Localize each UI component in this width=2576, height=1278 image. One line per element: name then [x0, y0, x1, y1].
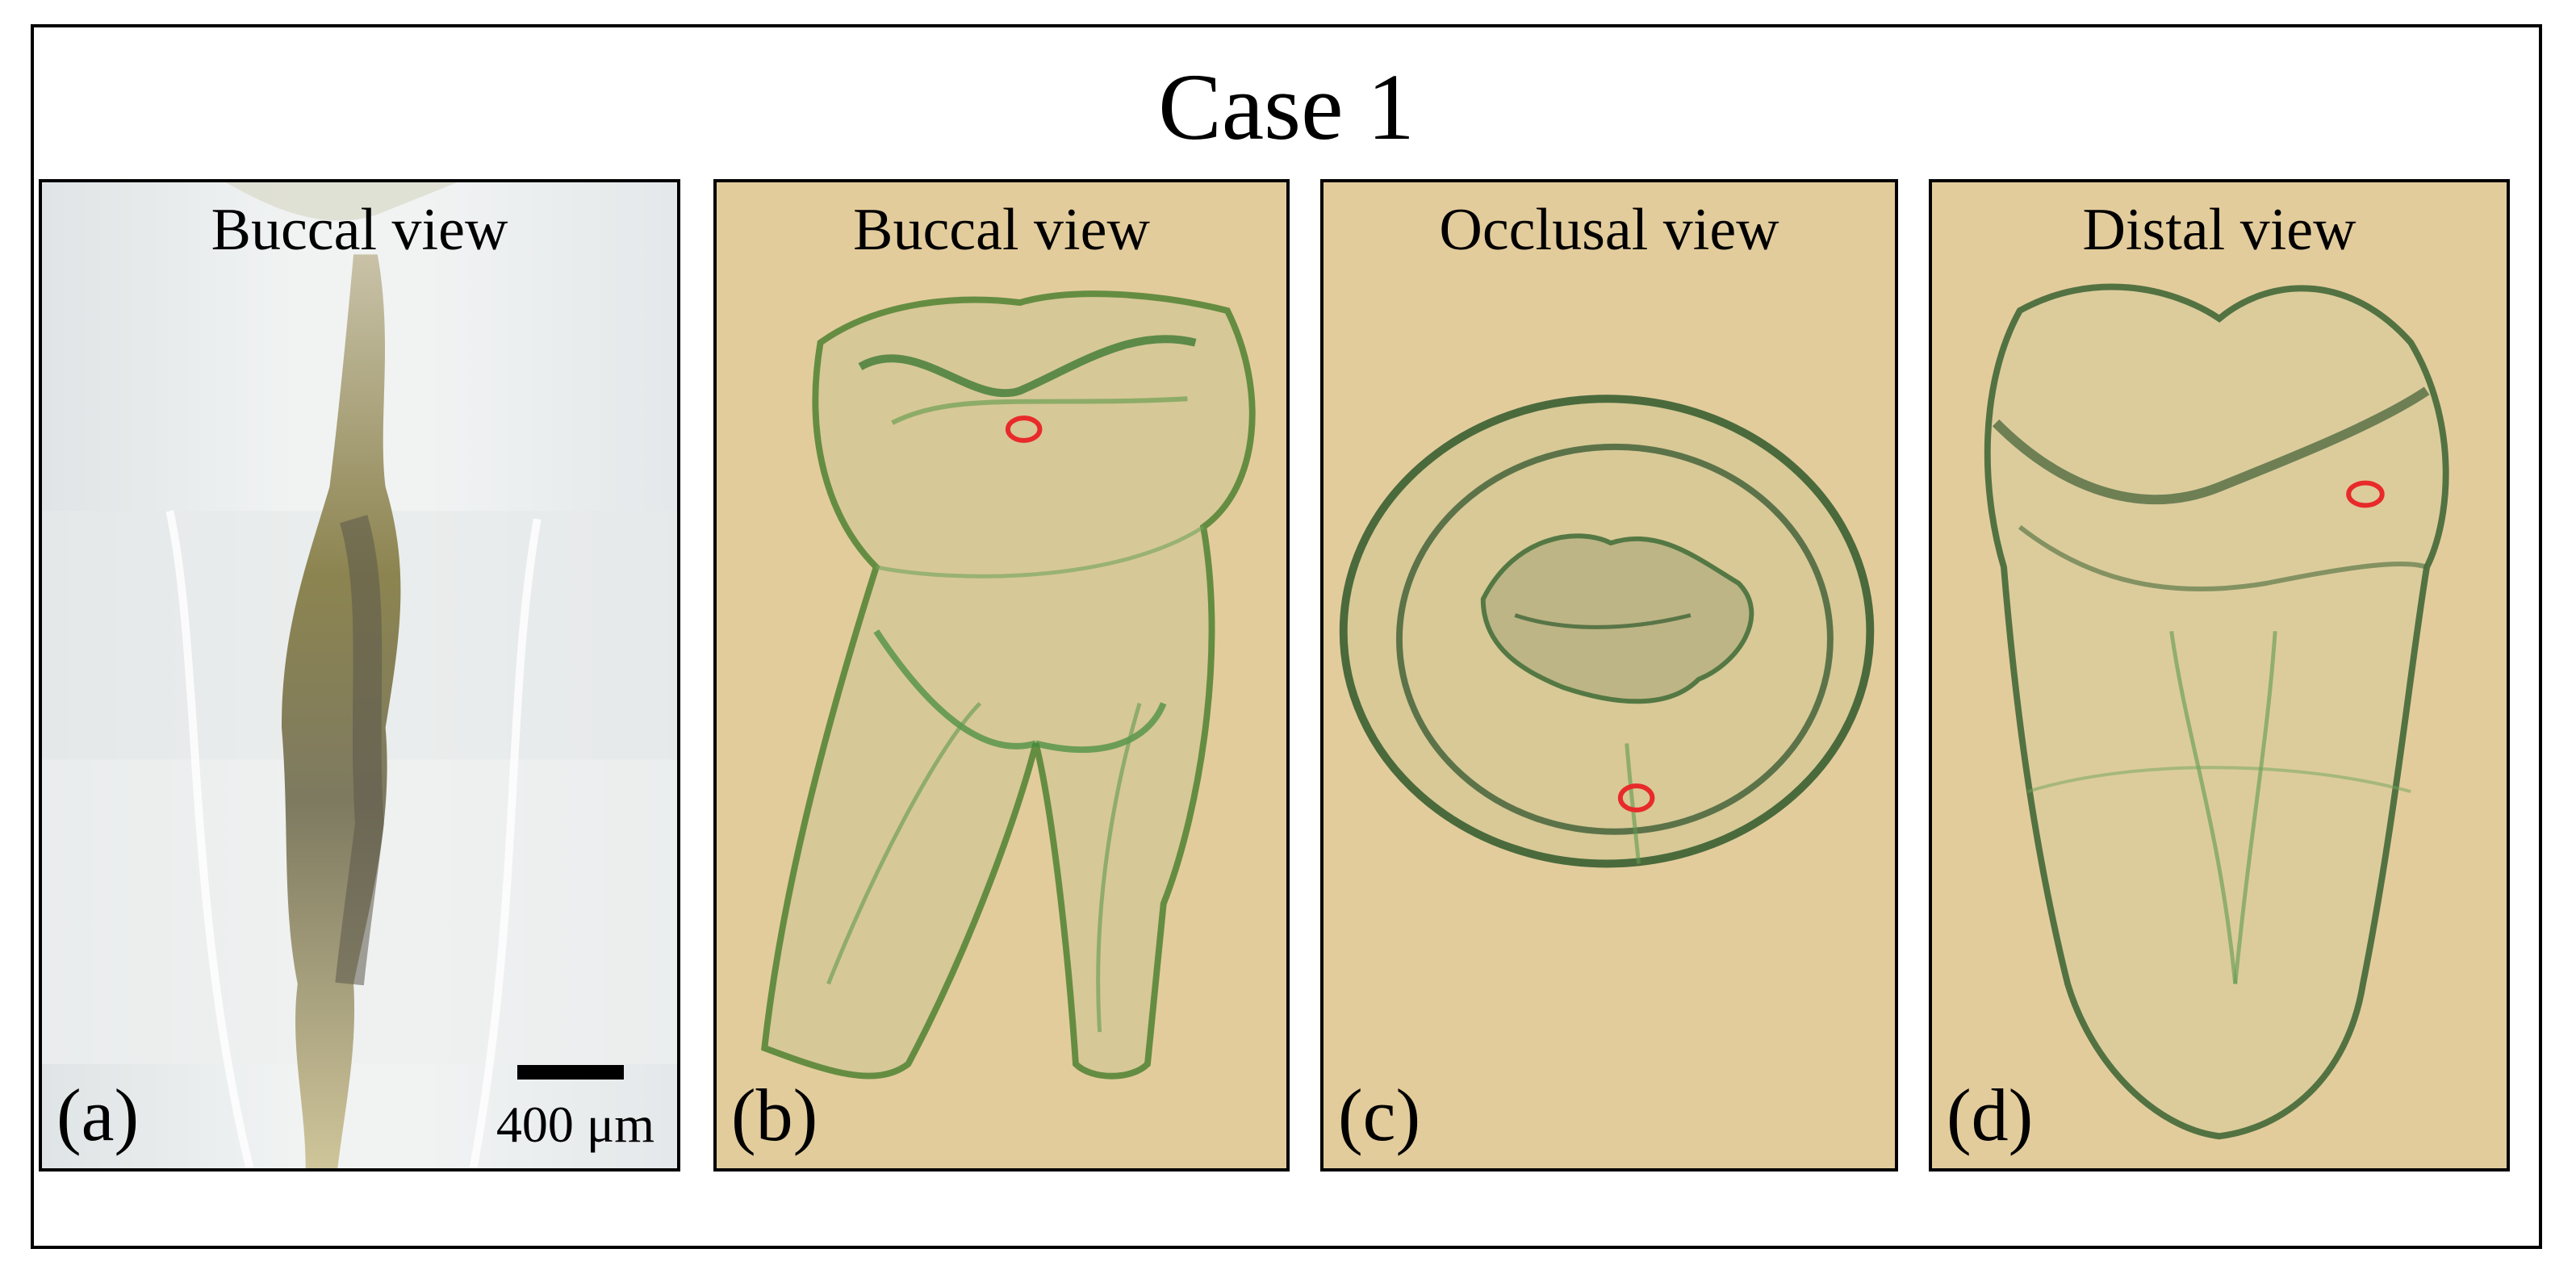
panel-c-view-title: Occlusal view	[1439, 197, 1779, 263]
tooth-occlusal-render	[1339, 395, 1875, 868]
figure-title: Case 1	[1158, 54, 1415, 160]
marker-circle	[2346, 480, 2385, 508]
panel-b-label: (b)	[731, 1074, 818, 1156]
panel-d-view-title: Distal view	[2082, 197, 2356, 263]
panel-c-label: (c)	[1338, 1074, 1421, 1156]
panel-a-micrograph: Buccal view (a) 400 μm	[39, 179, 680, 1172]
marker-circle	[1005, 416, 1043, 443]
tooth-buccal-render	[761, 290, 1256, 1080]
panel-d-point-cloud: Distal view (d)	[1929, 179, 2510, 1172]
panel-a-view-title: Buccal view	[211, 197, 508, 263]
marker-circle	[1617, 783, 1655, 812]
panel-c-point-cloud: Occlusal view (c)	[1320, 179, 1898, 1172]
micrograph-image	[42, 182, 677, 1168]
tooth-distal-render	[1984, 283, 2449, 1140]
panel-d-label: (d)	[1947, 1074, 2034, 1156]
panel-b-view-title: Buccal view	[853, 197, 1150, 263]
panel-b-point-cloud: Buccal view (b)	[713, 179, 1290, 1172]
panel-a-label: (a)	[56, 1074, 140, 1156]
scale-bar-text: 400 μm	[496, 1096, 654, 1153]
scale-bar	[517, 1065, 624, 1080]
